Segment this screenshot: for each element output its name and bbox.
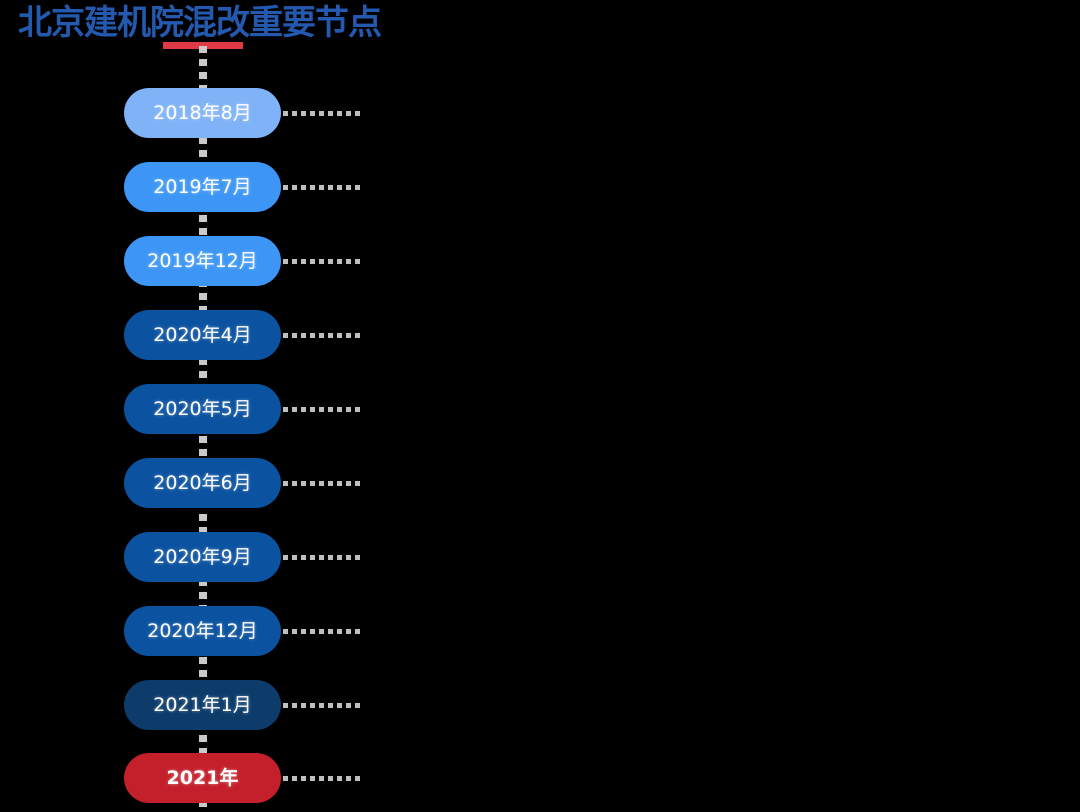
timeline-node-connector xyxy=(283,111,361,116)
timeline-node-label: 2019年12月 xyxy=(147,249,258,272)
timeline-row: 2020年9月 xyxy=(124,532,544,582)
timeline-node-connector xyxy=(283,185,361,190)
timeline-row: 2021年1月 xyxy=(124,680,544,730)
timeline-node-pill[interactable]: 2021年 xyxy=(124,753,281,803)
timeline-node-connector xyxy=(283,555,361,560)
timeline-row: 2020年4月 xyxy=(124,310,544,360)
timeline-row: 2018年8月 xyxy=(124,88,544,138)
timeline-node-label: 2020年9月 xyxy=(153,545,252,568)
timeline-node-pill[interactable]: 2020年5月 xyxy=(124,384,281,434)
title-underline xyxy=(163,42,243,49)
timeline-node-label: 2021年1月 xyxy=(153,693,252,716)
page-title: 北京建机院混改重要节点 xyxy=(18,3,382,43)
timeline-node-connector xyxy=(283,776,361,781)
timeline-node-pill[interactable]: 2020年6月 xyxy=(124,458,281,508)
timeline-node-connector xyxy=(283,259,361,264)
title-block: 北京建机院混改重要节点 xyxy=(18,2,438,52)
timeline-node-pill[interactable]: 2020年9月 xyxy=(124,532,281,582)
timeline-node-label: 2018年8月 xyxy=(153,101,252,124)
timeline-node-label: 2020年5月 xyxy=(153,397,252,420)
timeline-row: 2020年6月 xyxy=(124,458,544,508)
timeline-node-label: 2020年6月 xyxy=(153,471,252,494)
timeline-node-label: 2020年12月 xyxy=(147,619,258,642)
timeline-node-connector xyxy=(283,407,361,412)
timeline-node-pill[interactable]: 2019年12月 xyxy=(124,236,281,286)
timeline-node-pill[interactable]: 2018年8月 xyxy=(124,88,281,138)
timeline-node-connector xyxy=(283,481,361,486)
timeline-row: 2020年12月 xyxy=(124,606,544,656)
timeline-node-pill[interactable]: 2019年7月 xyxy=(124,162,281,212)
timeline-node-connector xyxy=(283,333,361,338)
timeline-node-connector xyxy=(283,703,361,708)
timeline-node-pill[interactable]: 2020年4月 xyxy=(124,310,281,360)
timeline-node-label: 2019年7月 xyxy=(153,175,252,198)
timeline-node-pill[interactable]: 2021年1月 xyxy=(124,680,281,730)
timeline-node-pill[interactable]: 2020年12月 xyxy=(124,606,281,656)
timeline-node-label: 2021年 xyxy=(166,766,239,789)
timeline-node-label: 2020年4月 xyxy=(153,323,252,346)
timeline-row: 2019年7月 xyxy=(124,162,544,212)
timeline-node-connector xyxy=(283,629,361,634)
timeline-row: 2019年12月 xyxy=(124,236,544,286)
timeline-row: 2020年5月 xyxy=(124,384,544,434)
timeline-row: 2021年 xyxy=(124,753,544,803)
